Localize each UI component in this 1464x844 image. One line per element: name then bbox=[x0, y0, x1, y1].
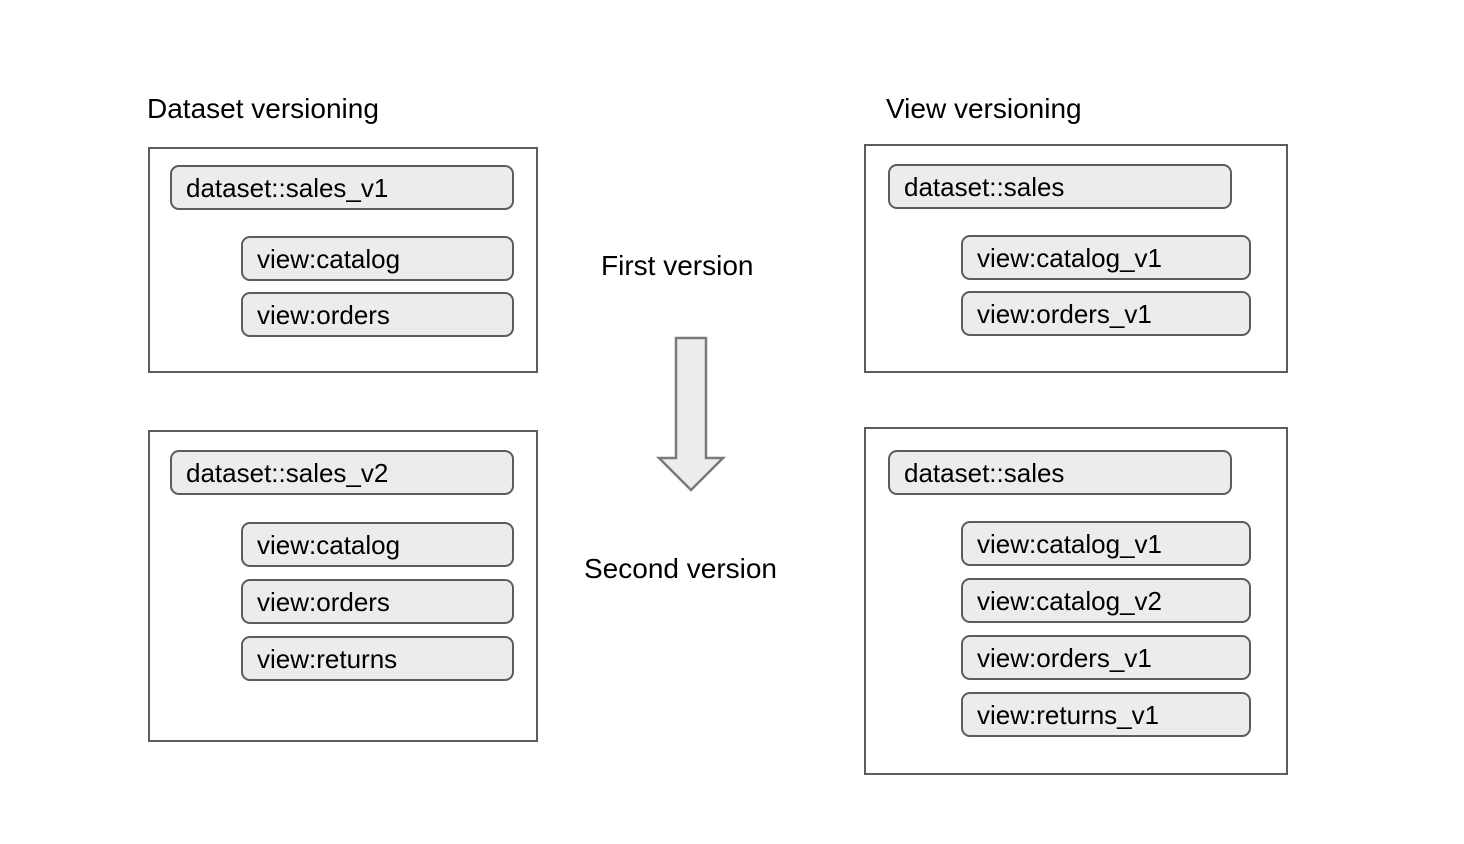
view-pill-label: view:orders_v1 bbox=[977, 642, 1152, 673]
view-pill[interactable]: view:catalog_v1 bbox=[961, 235, 1251, 280]
arrow-down-icon bbox=[655, 334, 727, 494]
dataset-pill-label: dataset::sales bbox=[904, 171, 1065, 202]
view-pill[interactable]: view:catalog bbox=[241, 522, 514, 567]
dataset-pill[interactable]: dataset::sales bbox=[888, 164, 1232, 209]
column-title-dataset-versioning: Dataset versioning bbox=[147, 93, 379, 124]
view-pill[interactable]: view:returns bbox=[241, 636, 514, 681]
panel-view-versioning-first: dataset::sales view:catalog_v1 view:orde… bbox=[864, 144, 1288, 373]
view-pill-label: view:catalog_v1 bbox=[977, 528, 1162, 559]
view-pill-label: view:catalog bbox=[257, 243, 401, 274]
column-title-view-versioning: View versioning bbox=[886, 93, 1082, 124]
view-pill-label: view:catalog_v1 bbox=[977, 242, 1162, 273]
view-pill[interactable]: view:catalog_v2 bbox=[961, 578, 1251, 623]
dataset-pill-label: dataset::sales bbox=[904, 457, 1065, 488]
view-pill[interactable]: view:returns_v1 bbox=[961, 692, 1251, 737]
view-pill-label: view:returns_v1 bbox=[977, 699, 1160, 730]
view-pill[interactable]: view:catalog_v1 bbox=[961, 521, 1251, 566]
stage-label-first-version: First version bbox=[601, 250, 754, 281]
view-pill-label: view:returns bbox=[257, 643, 398, 674]
stage-label-second-version: Second version bbox=[584, 553, 778, 584]
view-pill-label: view:catalog bbox=[257, 529, 401, 560]
view-pill-label: view:orders bbox=[257, 299, 390, 330]
view-pill-label: view:orders_v1 bbox=[977, 298, 1152, 329]
view-pill-label: view:catalog_v2 bbox=[977, 585, 1162, 616]
dataset-pill-label: dataset::sales_v1 bbox=[186, 172, 389, 203]
dataset-pill[interactable]: dataset::sales_v2 bbox=[170, 450, 514, 495]
dataset-pill[interactable]: dataset::sales_v1 bbox=[170, 165, 514, 210]
dataset-pill-label: dataset::sales_v2 bbox=[186, 457, 389, 488]
view-pill[interactable]: view:orders_v1 bbox=[961, 635, 1251, 680]
panel-dataset-versioning-second: dataset::sales_v2 view:catalog view:orde… bbox=[148, 430, 538, 742]
view-pill[interactable]: view:orders_v1 bbox=[961, 291, 1251, 336]
panel-view-versioning-second: dataset::sales view:catalog_v1 view:cata… bbox=[864, 427, 1288, 775]
dataset-pill[interactable]: dataset::sales bbox=[888, 450, 1232, 495]
view-pill-label: view:orders bbox=[257, 586, 390, 617]
view-pill[interactable]: view:catalog bbox=[241, 236, 514, 281]
panel-dataset-versioning-first: dataset::sales_v1 view:catalog view:orde… bbox=[148, 147, 538, 373]
view-pill[interactable]: view:orders bbox=[241, 292, 514, 337]
view-pill[interactable]: view:orders bbox=[241, 579, 514, 624]
